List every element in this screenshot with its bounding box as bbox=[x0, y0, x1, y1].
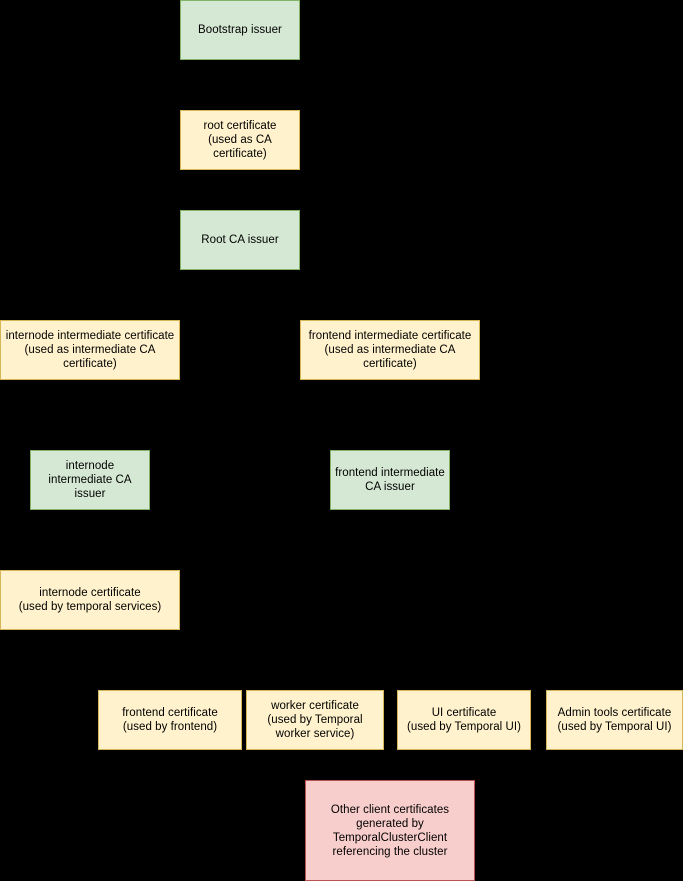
edge-frontend-issuer-to-frontend-certificate-segment-1 bbox=[170, 665, 391, 666]
node-label-bootstrap-issuer: Bootstrap issuer bbox=[198, 24, 282, 36]
node-frontend-certificate[interactable]: frontend certificate (used by frontend) bbox=[98, 690, 242, 750]
edge-root-ca-issuer-to-frontend-intermediate-segment-1 bbox=[240, 295, 391, 296]
edge-frontend-issuer-to-other-client-certificates-segment-0 bbox=[390, 750, 391, 780]
edge-frontend-issuer-to-admin-tools-certificate-segment-0 bbox=[390, 665, 615, 666]
node-label-root-certificate: root certificate (used as CA certificate… bbox=[203, 120, 277, 160]
node-label-frontend-intermediate-certificate: frontend intermediate certificate (used … bbox=[308, 330, 472, 370]
edge-root-cert-to-root-ca-issuer-segment-0 bbox=[240, 170, 241, 210]
edge-frontend-issuer-to-admin-tools-certificate-segment-1 bbox=[614, 665, 615, 690]
node-label-internode-intermediate-certificate: internode intermediate certificate (used… bbox=[5, 330, 175, 370]
edge-internode-issuer-to-internode-certificate-segment-0 bbox=[90, 510, 91, 540]
node-admin-tools-certificate[interactable]: Admin tools certificate (used by Tempora… bbox=[546, 690, 683, 750]
node-label-ui-certificate: UI certificate (used by Temporal UI) bbox=[407, 707, 521, 733]
edge-bootstrap-to-root-cert-segment-0 bbox=[240, 60, 241, 110]
edge-frontend-issuer-to-frontend-certificate-segment-2 bbox=[170, 665, 171, 690]
edge-frontend-issuer-to-frontend-certificate-segment-0 bbox=[390, 510, 391, 665]
node-worker-certificate[interactable]: worker certificate (used by Temporal wor… bbox=[246, 690, 384, 750]
edge-root-ca-issuer-to-internode-intermediate-segment-2 bbox=[90, 295, 91, 320]
edge-frontend-issuer-to-worker-certificate-segment-0 bbox=[315, 665, 391, 666]
node-label-root-ca-issuer: Root CA issuer bbox=[201, 234, 279, 246]
node-root-ca-issuer[interactable]: Root CA issuer bbox=[180, 210, 300, 270]
node-internode-certificate[interactable]: internode certificate (used by temporal … bbox=[0, 570, 180, 630]
node-bootstrap-issuer[interactable]: Bootstrap issuer bbox=[180, 0, 300, 60]
node-label-internode-intermediate-ca-issuer: internode intermediate CA issuer bbox=[48, 460, 132, 500]
edge-root-ca-issuer-to-frontend-intermediate-segment-2 bbox=[390, 295, 391, 320]
node-label-frontend-intermediate-ca-issuer: frontend intermediate CA issuer bbox=[335, 467, 445, 493]
edge-internode-intermediate-to-issuer-segment-0 bbox=[90, 380, 91, 450]
node-frontend-intermediate-ca-issuer[interactable]: frontend intermediate CA issuer bbox=[330, 450, 450, 510]
edge-frontend-issuer-to-ui-certificate-segment-1 bbox=[464, 665, 465, 690]
node-other-client-certificates[interactable]: Other client certificates generated by T… bbox=[305, 780, 475, 881]
edge-root-ca-issuer-to-internode-intermediate-segment-1 bbox=[90, 295, 241, 296]
edge-root-ca-issuer-to-frontend-intermediate-segment-0 bbox=[240, 270, 241, 295]
node-frontend-intermediate-certificate[interactable]: frontend intermediate certificate (used … bbox=[300, 320, 480, 380]
node-internode-intermediate-ca-issuer[interactable]: internode intermediate CA issuer bbox=[30, 450, 150, 510]
node-label-frontend-certificate: frontend certificate (used by frontend) bbox=[122, 707, 218, 733]
edge-frontend-issuer-to-worker-certificate-segment-1 bbox=[315, 665, 316, 690]
node-ui-certificate[interactable]: UI certificate (used by Temporal UI) bbox=[397, 690, 531, 750]
edge-internode-issuer-to-internode-certificate-segment-1 bbox=[90, 540, 91, 570]
node-internode-intermediate-certificate[interactable]: internode intermediate certificate (used… bbox=[0, 320, 180, 380]
node-label-internode-certificate: internode certificate (used by temporal … bbox=[18, 587, 162, 613]
node-label-other-client-certificates: Other client certificates generated by T… bbox=[330, 803, 450, 858]
edge-frontend-intermediate-to-issuer-segment-0 bbox=[390, 380, 391, 450]
node-label-admin-tools-certificate: Admin tools certificate (used by Tempora… bbox=[557, 707, 672, 733]
node-root-certificate[interactable]: root certificate (used as CA certificate… bbox=[180, 110, 300, 170]
node-label-worker-certificate: worker certificate (used by Temporal wor… bbox=[267, 700, 363, 740]
